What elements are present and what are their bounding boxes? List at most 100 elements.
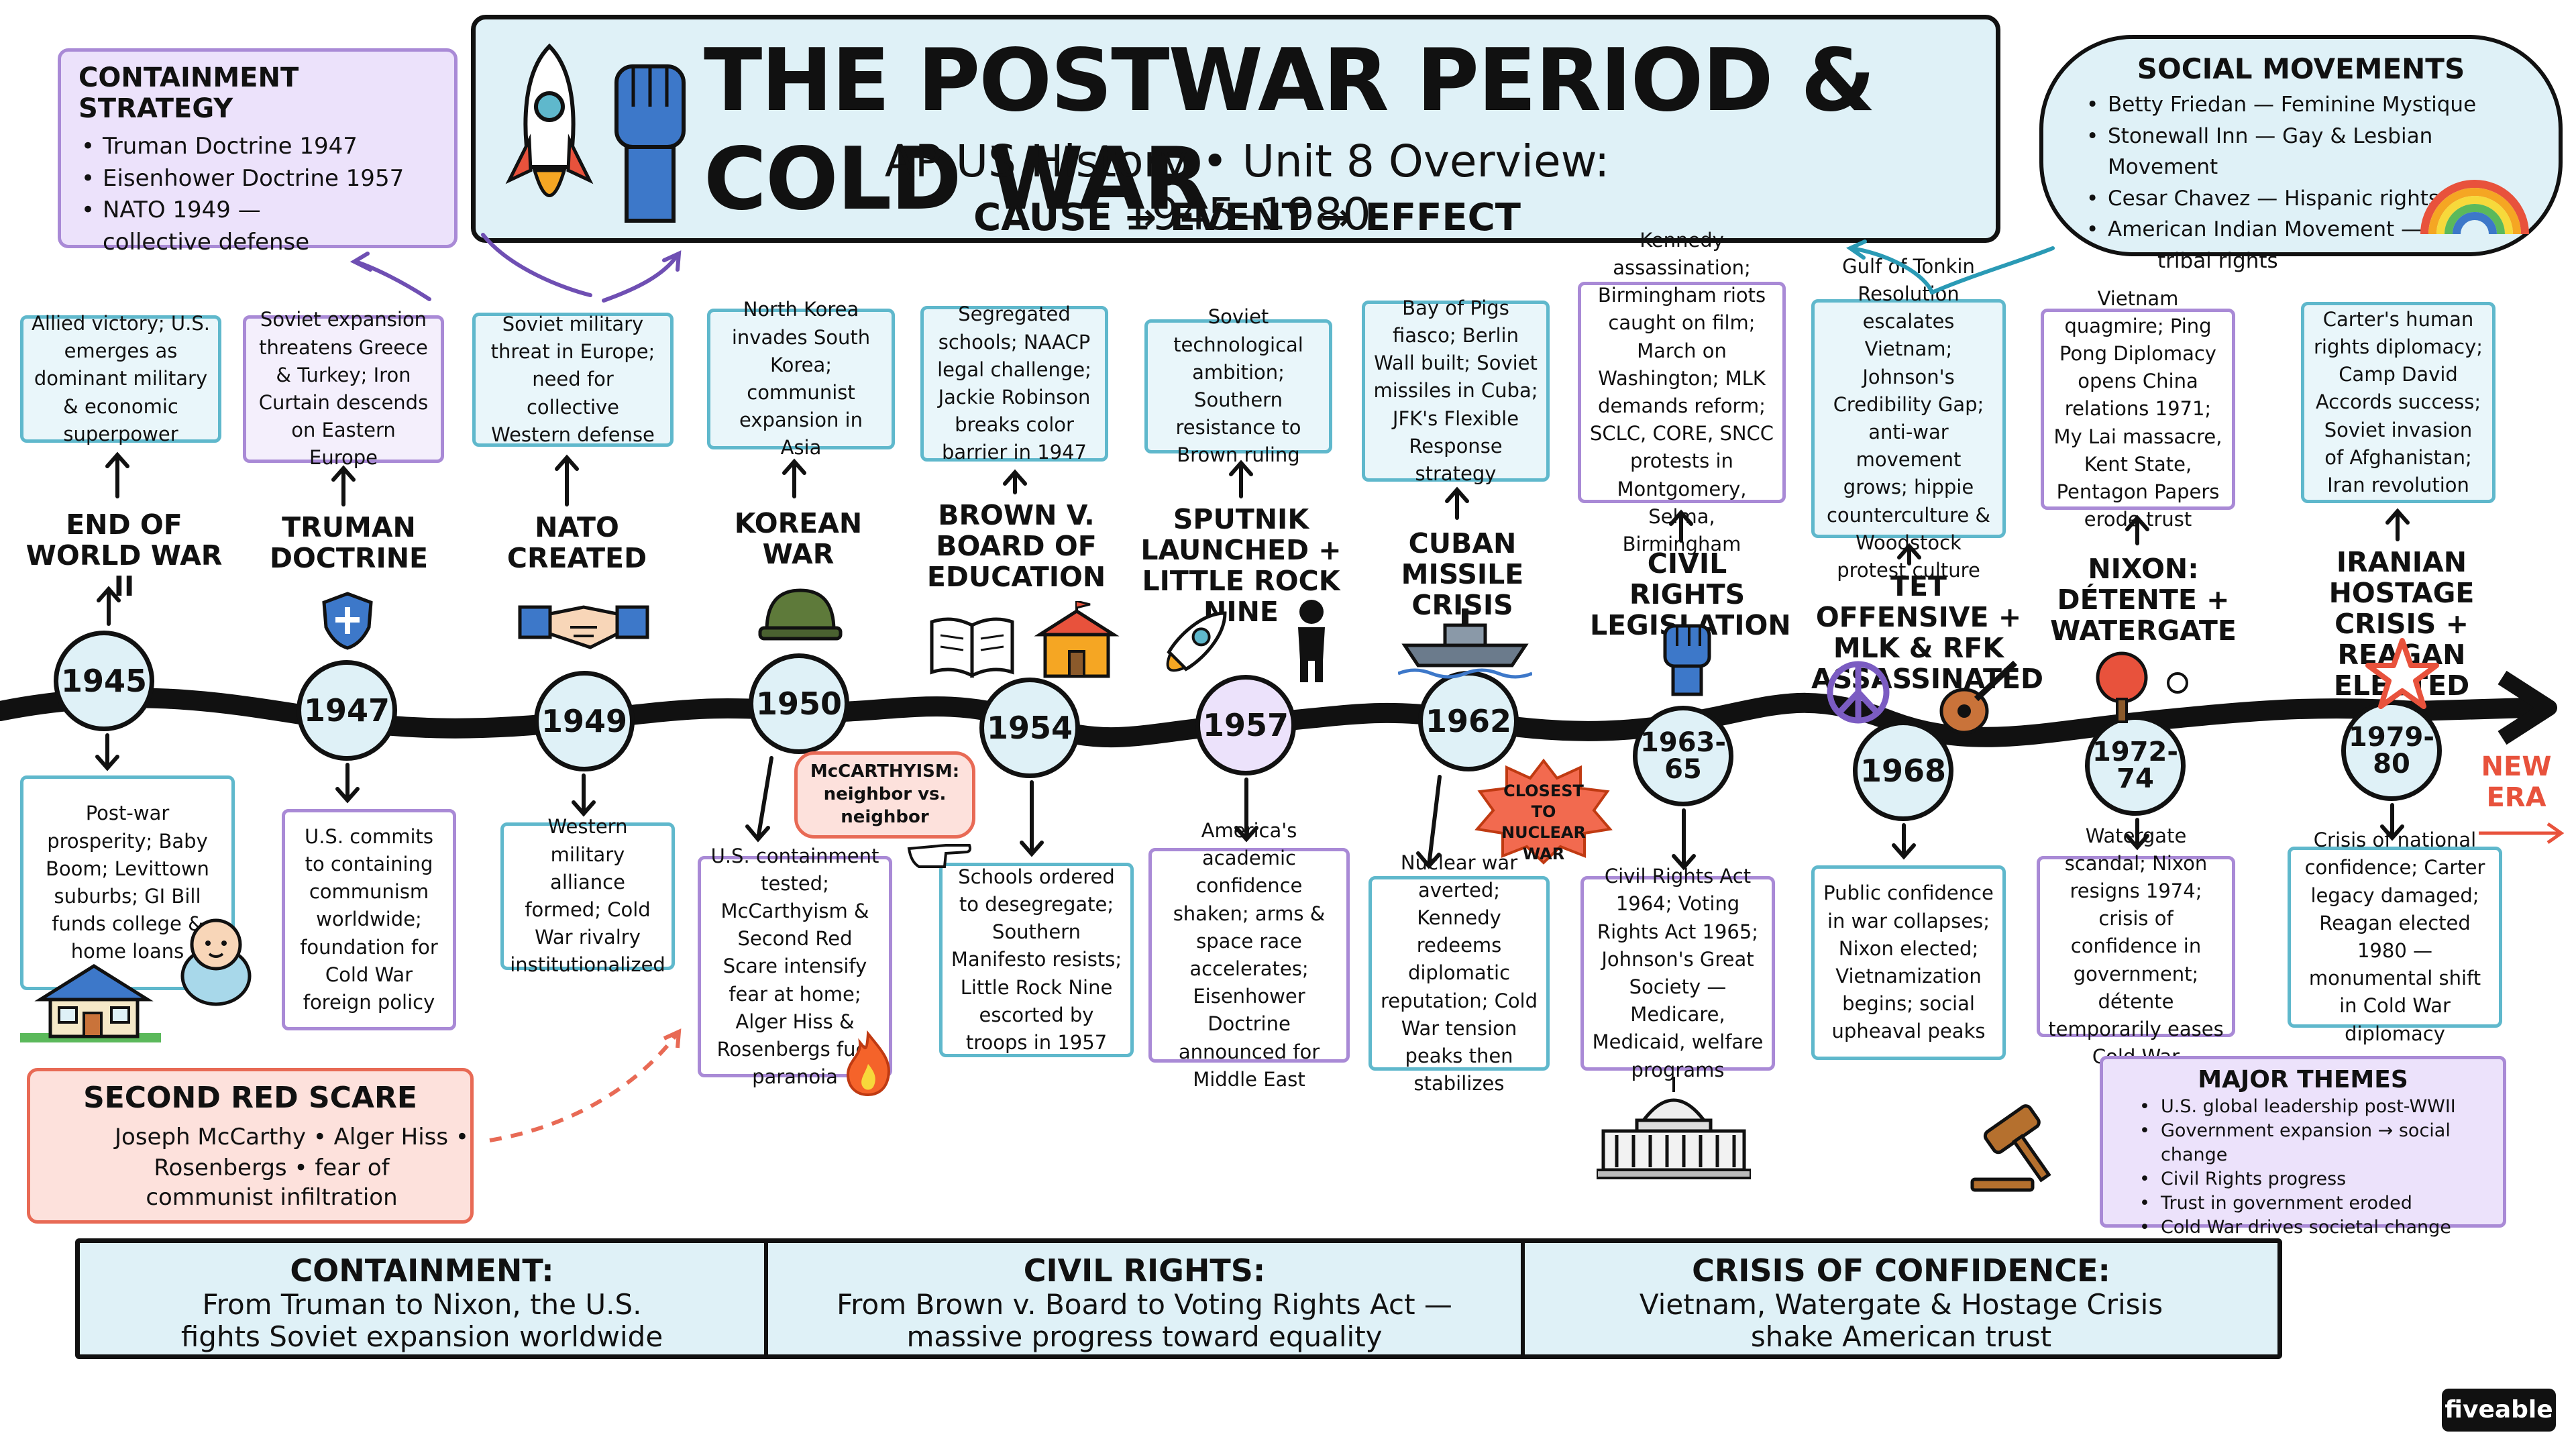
cause-box-1949: Soviet military threat in Europe; need f… [472,313,674,447]
footer-title: CIVIL RIGHTS: [1023,1252,1266,1289]
mccarthyism-badge: McCARTHYISM: neighbor vs. neighbor [794,751,975,839]
header-box: THE POSTWAR PERIOD & COLD WAR AP US Hist… [471,15,2000,243]
social-item: Betty Friedan — Feminine Mystique [2084,89,2518,121]
theme-item: Cold War drives societal change [2137,1216,2489,1240]
footer-line: From Truman to Nixon, the U.S. [202,1288,642,1321]
year-node-1945: 1945 [54,631,154,731]
baby-icon [180,918,252,1006]
year-node-1968: 1968 [1853,720,1953,821]
cause-box-1947: Soviet expansion threatens Greece & Turk… [243,308,444,469]
effect-box-1968: Public confidence in war collapses; Nixo… [1811,865,2006,1060]
event-label-1963-65: CIVIL RIGHTS LEGISLATION [1590,547,1791,641]
red-scare-line1: Joseph McCarthy • Alger Hiss • [115,1124,469,1150]
effect-box-1963-65: Civil Rights Act 1964; Voting Rights Act… [1580,865,1775,1081]
containment-item: Truman Doctrine 1947 [78,131,437,163]
nuclear-badge: CLOSEST TO NUCLEAR WAR [1473,758,1614,865]
year-node-1947: 1947 [297,660,397,761]
year-node-1954: 1954 [979,678,1080,778]
flame-icon [846,1030,890,1097]
event-label-1972-74: NIXON: DÉTENTE + WATERGATE [2050,553,2237,647]
page-subtitle: AP US History • Unit 8 Overview: 1945–19… [884,136,1610,241]
cause-event-effect: CAUSE → EVENT → EFFECT [973,196,1521,239]
capitol-icon [1597,1077,1751,1179]
footer-summary: CONTAINMENT: From Truman to Nixon, the U… [75,1238,2282,1359]
event-label-1957: SPUTNIK LAUNCHED + LITTLE ROCK NINE [1140,503,1342,628]
cause-box-1957: Soviet technological ambition; Southern … [1144,305,1332,466]
red-scare-line3: communist infiltration [146,1184,398,1211]
year-node-1972-74: 1972-74 [2085,715,2186,816]
handshake-icon [518,605,649,649]
book-icon [930,617,1014,679]
event-label-1945: END OF WORLD WAR II [25,508,223,602]
shield-icon [322,592,373,650]
event-label-1950: KOREAN WAR [734,507,863,570]
footer-line: From Brown v. Board to Voting Rights Act… [837,1288,1452,1321]
event-label-1954: BROWN v. BOARD OF EDUCATION [926,499,1106,593]
containment-item-cont: collective defense [103,228,310,256]
theme-item: Government expansion → social change [2137,1119,2489,1167]
effect-box-1947: U.S. commits to containing communism wor… [282,809,456,1030]
new-era-arrow [2479,822,2565,845]
year-node-1949: 1949 [534,671,635,771]
rocket-icon [505,43,594,197]
guitar-icon [1939,660,2018,735]
brand-logo: fiveable [2442,1389,2556,1432]
footer-crisis: CRISIS OF CONFIDENCE: Vietnam, Watergate… [1525,1243,2277,1354]
major-themes-title: MAJOR THEMES [2198,1066,2408,1093]
peace-icon [1827,661,1890,724]
containment-item: NATO 1949 — [78,195,437,227]
year-node-1979-80: 1979-80 [2341,700,2442,801]
footer-line: massive progress toward equality [906,1320,1383,1354]
cause-box-1945: Allied victory; U.S. emerges as dominant… [20,312,221,445]
nuclear-badge-text: CLOSEST TO NUCLEAR WAR [1501,782,1586,863]
fist-icon [614,64,686,223]
ship-icon [1398,608,1532,679]
theme-item: U.S. global leadership post-WWII [2137,1095,2489,1119]
social-item: American Indian Movement — [2084,214,2518,246]
footer-title: CRISIS OF CONFIDENCE: [1692,1252,2110,1289]
footer-line: shake American trust [1750,1320,2052,1354]
helmet-icon [758,588,843,641]
theme-item: Civil Rights progress [2137,1167,2489,1191]
year-node-1950: 1950 [749,653,849,754]
containment-strategy-box: CONTAINMENT STRATEGY Truman Doctrine 194… [58,48,458,256]
second-red-scare-box: SECOND RED SCARE Joseph McCarthy • Alger… [27,1068,474,1224]
containment-item: Eisenhower Doctrine 1957 [78,163,437,195]
event-label-1962: CUBAN MISSILE CRISIS [1401,527,1524,621]
social-title: SOCIAL MOVEMENTS [2137,52,2465,85]
cause-box-1954: Segregated schools; NAACP legal challeng… [920,303,1108,464]
page-title: THE POSTWAR PERIOD & COLD WAR [704,31,1876,230]
social-movements-box: SOCIAL MOVEMENTS Betty Friedan — Feminin… [2039,35,2563,273]
red-scare-line2: Rosenbergs • fear of [154,1155,390,1181]
social-item: Stonewall Inn — Gay & Lesbian Movement [2084,121,2518,183]
red-scare-title: SECOND RED SCARE [83,1081,417,1115]
effect-box-1962: Nuclear war averted; Kennedy redeems dip… [1368,851,1550,1095]
cause-box-1979-80: Carter's human rights diplomacy; Camp Da… [2301,302,2496,503]
effect-box-1950: U.S. containment tested; McCarthyism & S… [698,845,892,1088]
gavel-icon [1970,1104,2051,1192]
event-label-1947: TRUMAN DOCTRINE [269,511,429,574]
schoolhouse-icon [1034,601,1120,678]
footer-line: fights Soviet expansion worldwide [180,1320,663,1354]
footer-containment: CONTAINMENT: From Truman to Nixon, the U… [80,1243,768,1354]
social-item: Cesar Chavez — Hispanic rights [2084,183,2518,215]
year-node-1963-65: 1963-65 [1633,706,1733,806]
footer-civil-rights: CIVIL RIGHTS: From Brown v. Board to Vot… [768,1243,1525,1354]
rainbow-icon [2420,180,2529,235]
year-node-1957: 1957 [1195,675,1296,775]
effect-box-1954: Schools ordered to desegregate; Southern… [939,863,1134,1057]
ping-pong-icon [2096,651,2188,723]
social-item-cont: tribal rights [2157,248,2278,273]
footer-line: Vietnam, Watergate & Hostage Crisis [1639,1288,2163,1321]
major-themes-box: MAJOR THEMES U.S. global leadership post… [2100,1056,2506,1239]
fist-icon [1663,624,1711,696]
cause-box-1962: Bay of Pigs fiasco; Berlin Wall built; S… [1362,297,1550,485]
theme-item: Trust in government eroded [2137,1191,2489,1216]
event-label-1968: TET OFFENSIVE + MLK & RFK ASSASSINATED [1811,570,2044,695]
student-icon [1298,600,1325,682]
pointing-hand-icon [907,844,971,868]
new-era-label: NEW ERA [2481,751,2552,813]
footer-title: CONTAINMENT: [290,1252,554,1289]
containment-title: CONTAINMENT STRATEGY [78,62,299,124]
